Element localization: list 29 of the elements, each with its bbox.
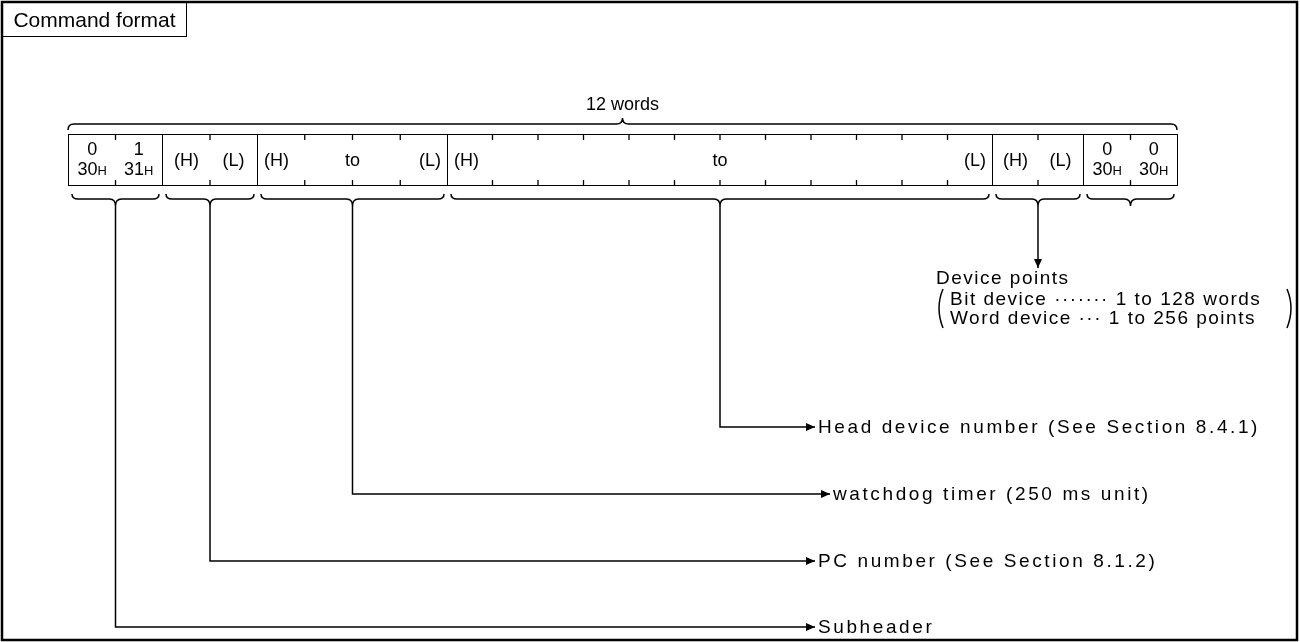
field-text: (H) (454, 150, 479, 170)
field-text: 1 (133, 139, 144, 159)
callout-text: watchdog timer (250 ms unit) (833, 483, 1151, 505)
field-text: 0 (87, 139, 98, 159)
field-text: 0 (1102, 139, 1113, 159)
callout-text: Head device number (See Section 8.4.1) (818, 416, 1261, 438)
leader-arrow (209, 205, 816, 565)
title-box (2, 2, 187, 37)
field-text: (L) (1049, 150, 1072, 170)
leader-arrow (114, 205, 816, 631)
leader-arrow (351, 205, 831, 498)
callout-text: PC number (See Section 8.1.2) (818, 550, 1158, 572)
field-text: (H) (1003, 150, 1028, 170)
field-text: (L) (222, 150, 245, 170)
field-text: (L) (419, 150, 441, 170)
leader-arrow (1034, 205, 1042, 269)
field-text: (H) (174, 150, 199, 170)
dimension-text: 12 words (586, 94, 659, 114)
note-text: Bit device ······· 1 to 128 words (950, 288, 1262, 310)
field-text: to (345, 150, 360, 170)
field-text: (H) (264, 150, 289, 170)
field-text: (L) (964, 150, 986, 170)
title-text: Command format (13, 9, 176, 30)
caption-text: Device points (936, 267, 1070, 289)
callout-text: Subheader (818, 616, 935, 638)
field-text: to (712, 150, 728, 170)
leader-arrow (719, 205, 816, 431)
field-text: 0 (1148, 139, 1159, 159)
note-text: Word device ··· 1 to 256 points (950, 307, 1256, 329)
